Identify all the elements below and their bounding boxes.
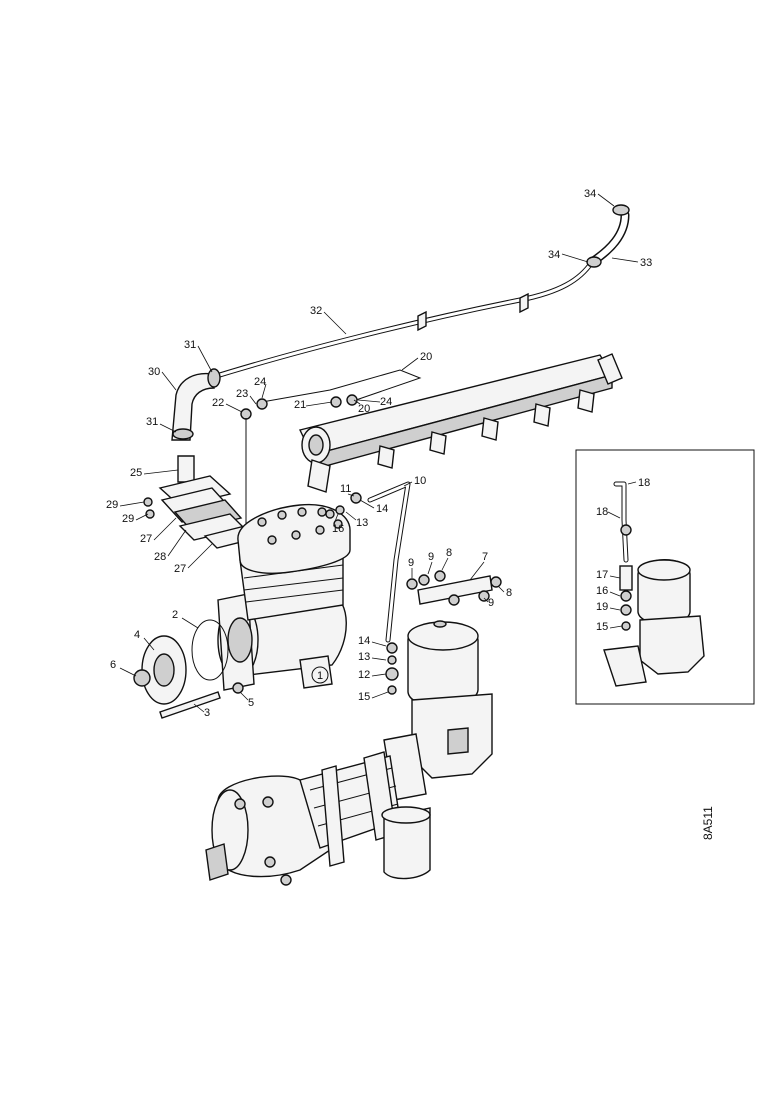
callout-21: 21 [294,399,306,411]
injection-pump [205,751,431,886]
fitting-21 [330,396,342,408]
callout-20-middle: 20 [358,403,370,415]
callout-34-top: 34 [584,188,596,200]
pipe-bracket [417,310,427,332]
callout-29-lower: 29 [122,513,134,525]
callout-9-right: 9 [488,597,494,609]
callout-2: 2 [172,609,178,621]
callout-labels: 34 34 33 32 31 30 20 24 23 22 21 20 24 3… [106,188,652,719]
item-1-circle-marker [311,666,329,684]
bolt-3 [159,691,221,719]
callout-9-top-left: 9 [408,557,414,569]
hose-clamp-34 [586,256,602,268]
callout-8-top: 8 [446,547,452,559]
nut-6 [133,669,151,687]
inset-callout-18-top: 18 [638,477,650,489]
inset-washer-19 [620,604,632,616]
fitting-22 [240,408,252,420]
filter-canister [383,620,493,801]
compressor-1 [217,503,351,691]
callout-28: 28 [154,551,166,563]
clamp-31-upper [207,368,221,388]
callout-5: 5 [248,697,254,709]
detail-inset: 18 18 17 16 19 15 [575,449,755,705]
screw-29 [143,497,153,507]
callout-11: 11 [340,483,351,495]
connector-26 [177,455,195,483]
union-12 [385,667,399,681]
clamp-31-lower [172,428,194,440]
hose-33 [586,204,630,268]
callout-1: 1 [317,670,323,682]
hose-clamp-34 [612,204,630,216]
callout-25: 25 [130,467,142,479]
callout-31-lower: 31 [146,416,158,428]
o-ring-2 [191,619,229,681]
intake-manifold [298,353,623,493]
callout-30-left: 30 [148,366,160,378]
pipe-20 [240,369,422,540]
nut-14 [386,642,398,654]
inset-callout-18-left: 18 [596,506,608,518]
inset-callout-17: 17 [596,569,608,581]
callout-13-lower: 13 [358,651,370,663]
callout-14-upper: 14 [376,503,388,515]
inset-washer-15 [621,621,631,631]
callout-27-upper: 27 [140,533,152,545]
pipe-7 [417,575,493,605]
callout-10: 10 [414,475,426,487]
inset-callout-19-upper: 19 [596,601,608,613]
callout-23: 23 [236,388,248,400]
callout-24-upper: 24 [254,376,266,388]
callout-32: 32 [310,305,322,317]
callout-27-lower: 27 [174,563,186,575]
air-pipe-32 [207,259,595,381]
callout-9-top-middle: 9 [428,551,434,563]
callout-7: 7 [482,551,488,563]
callout-24-right: 24 [380,396,392,408]
fitting-23 [346,394,358,406]
callout-4: 4 [134,629,140,641]
washer-15 [387,685,397,695]
callout-13-upper: 13 [356,517,368,529]
callout-3: 3 [204,707,210,719]
inset-callout-16: 16 [596,585,608,597]
inset-pipe-17 [619,565,633,591]
pipe-bracket [519,292,529,314]
inset-frame [575,449,755,705]
callout-14-lower: 14 [358,635,370,647]
fittings-7-9 [406,570,502,606]
callout-22: 22 [212,397,224,409]
callout-33: 33 [640,257,652,269]
washer-13b [387,655,397,665]
washer-29 [145,509,155,519]
inset-callout-15: 15 [596,621,608,633]
callout-8-right: 8 [506,587,512,599]
callout-29-upper: 29 [106,499,118,511]
washer-13 [325,509,335,519]
callout-16: 16 [332,523,344,535]
figure-code: 8A511 [701,806,715,840]
drive-parts [133,619,244,719]
callout-6: 6 [110,659,116,671]
washer-5 [232,682,244,694]
washer-16 [335,505,345,515]
inset-washer-18 [620,590,632,602]
elbow-30 [171,368,221,441]
fitting-24 [256,398,268,410]
callout-34-lower: 34 [548,249,560,261]
callout-15: 15 [358,691,370,703]
banjo-11 [350,492,362,504]
callout-12: 12 [358,669,370,681]
callout-31-upper: 31 [184,339,196,351]
inset-fitting-16 [620,524,632,536]
callout-20-right: 20 [420,351,432,363]
